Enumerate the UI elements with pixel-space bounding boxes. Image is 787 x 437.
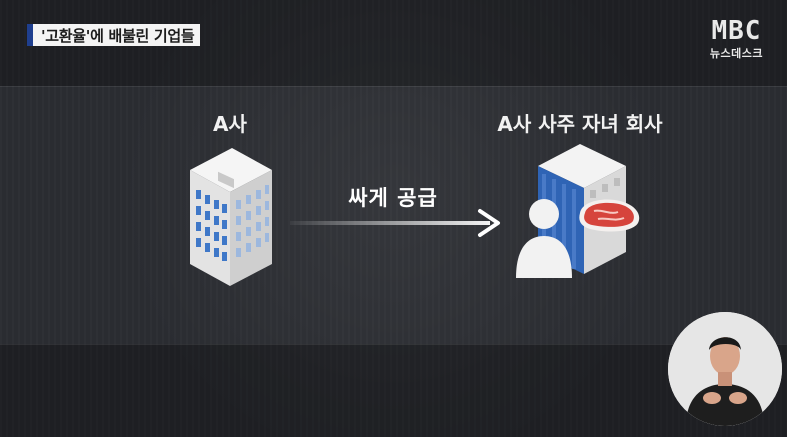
- divider-top: [0, 86, 787, 87]
- person-icon: [516, 199, 572, 278]
- news-caption: '고환율'에 배불린 기업들: [27, 24, 201, 46]
- logo-main-text: MBC: [711, 16, 762, 46]
- interpreter-figure: [668, 312, 782, 426]
- broadcaster-logo: MBC 뉴스데스크: [710, 18, 763, 61]
- supply-flow: 싸게 공급: [290, 178, 510, 248]
- company-b-label: A사 사주 자녀 회사: [497, 112, 663, 136]
- logo-sub-text: 뉴스데스크: [709, 47, 763, 60]
- meat-icon: [579, 199, 640, 232]
- right-arrow-icon: [290, 209, 500, 237]
- supply-flow-label: 싸게 공급: [348, 186, 438, 210]
- office-building-icon: [190, 148, 272, 286]
- divider-bottom: [0, 344, 787, 345]
- bottom-band: [0, 344, 787, 437]
- news-caption-text: '고환율'에 배불린 기업들: [41, 26, 195, 45]
- company-a-label: A사: [213, 112, 247, 136]
- sign-language-interpreter: [668, 312, 782, 426]
